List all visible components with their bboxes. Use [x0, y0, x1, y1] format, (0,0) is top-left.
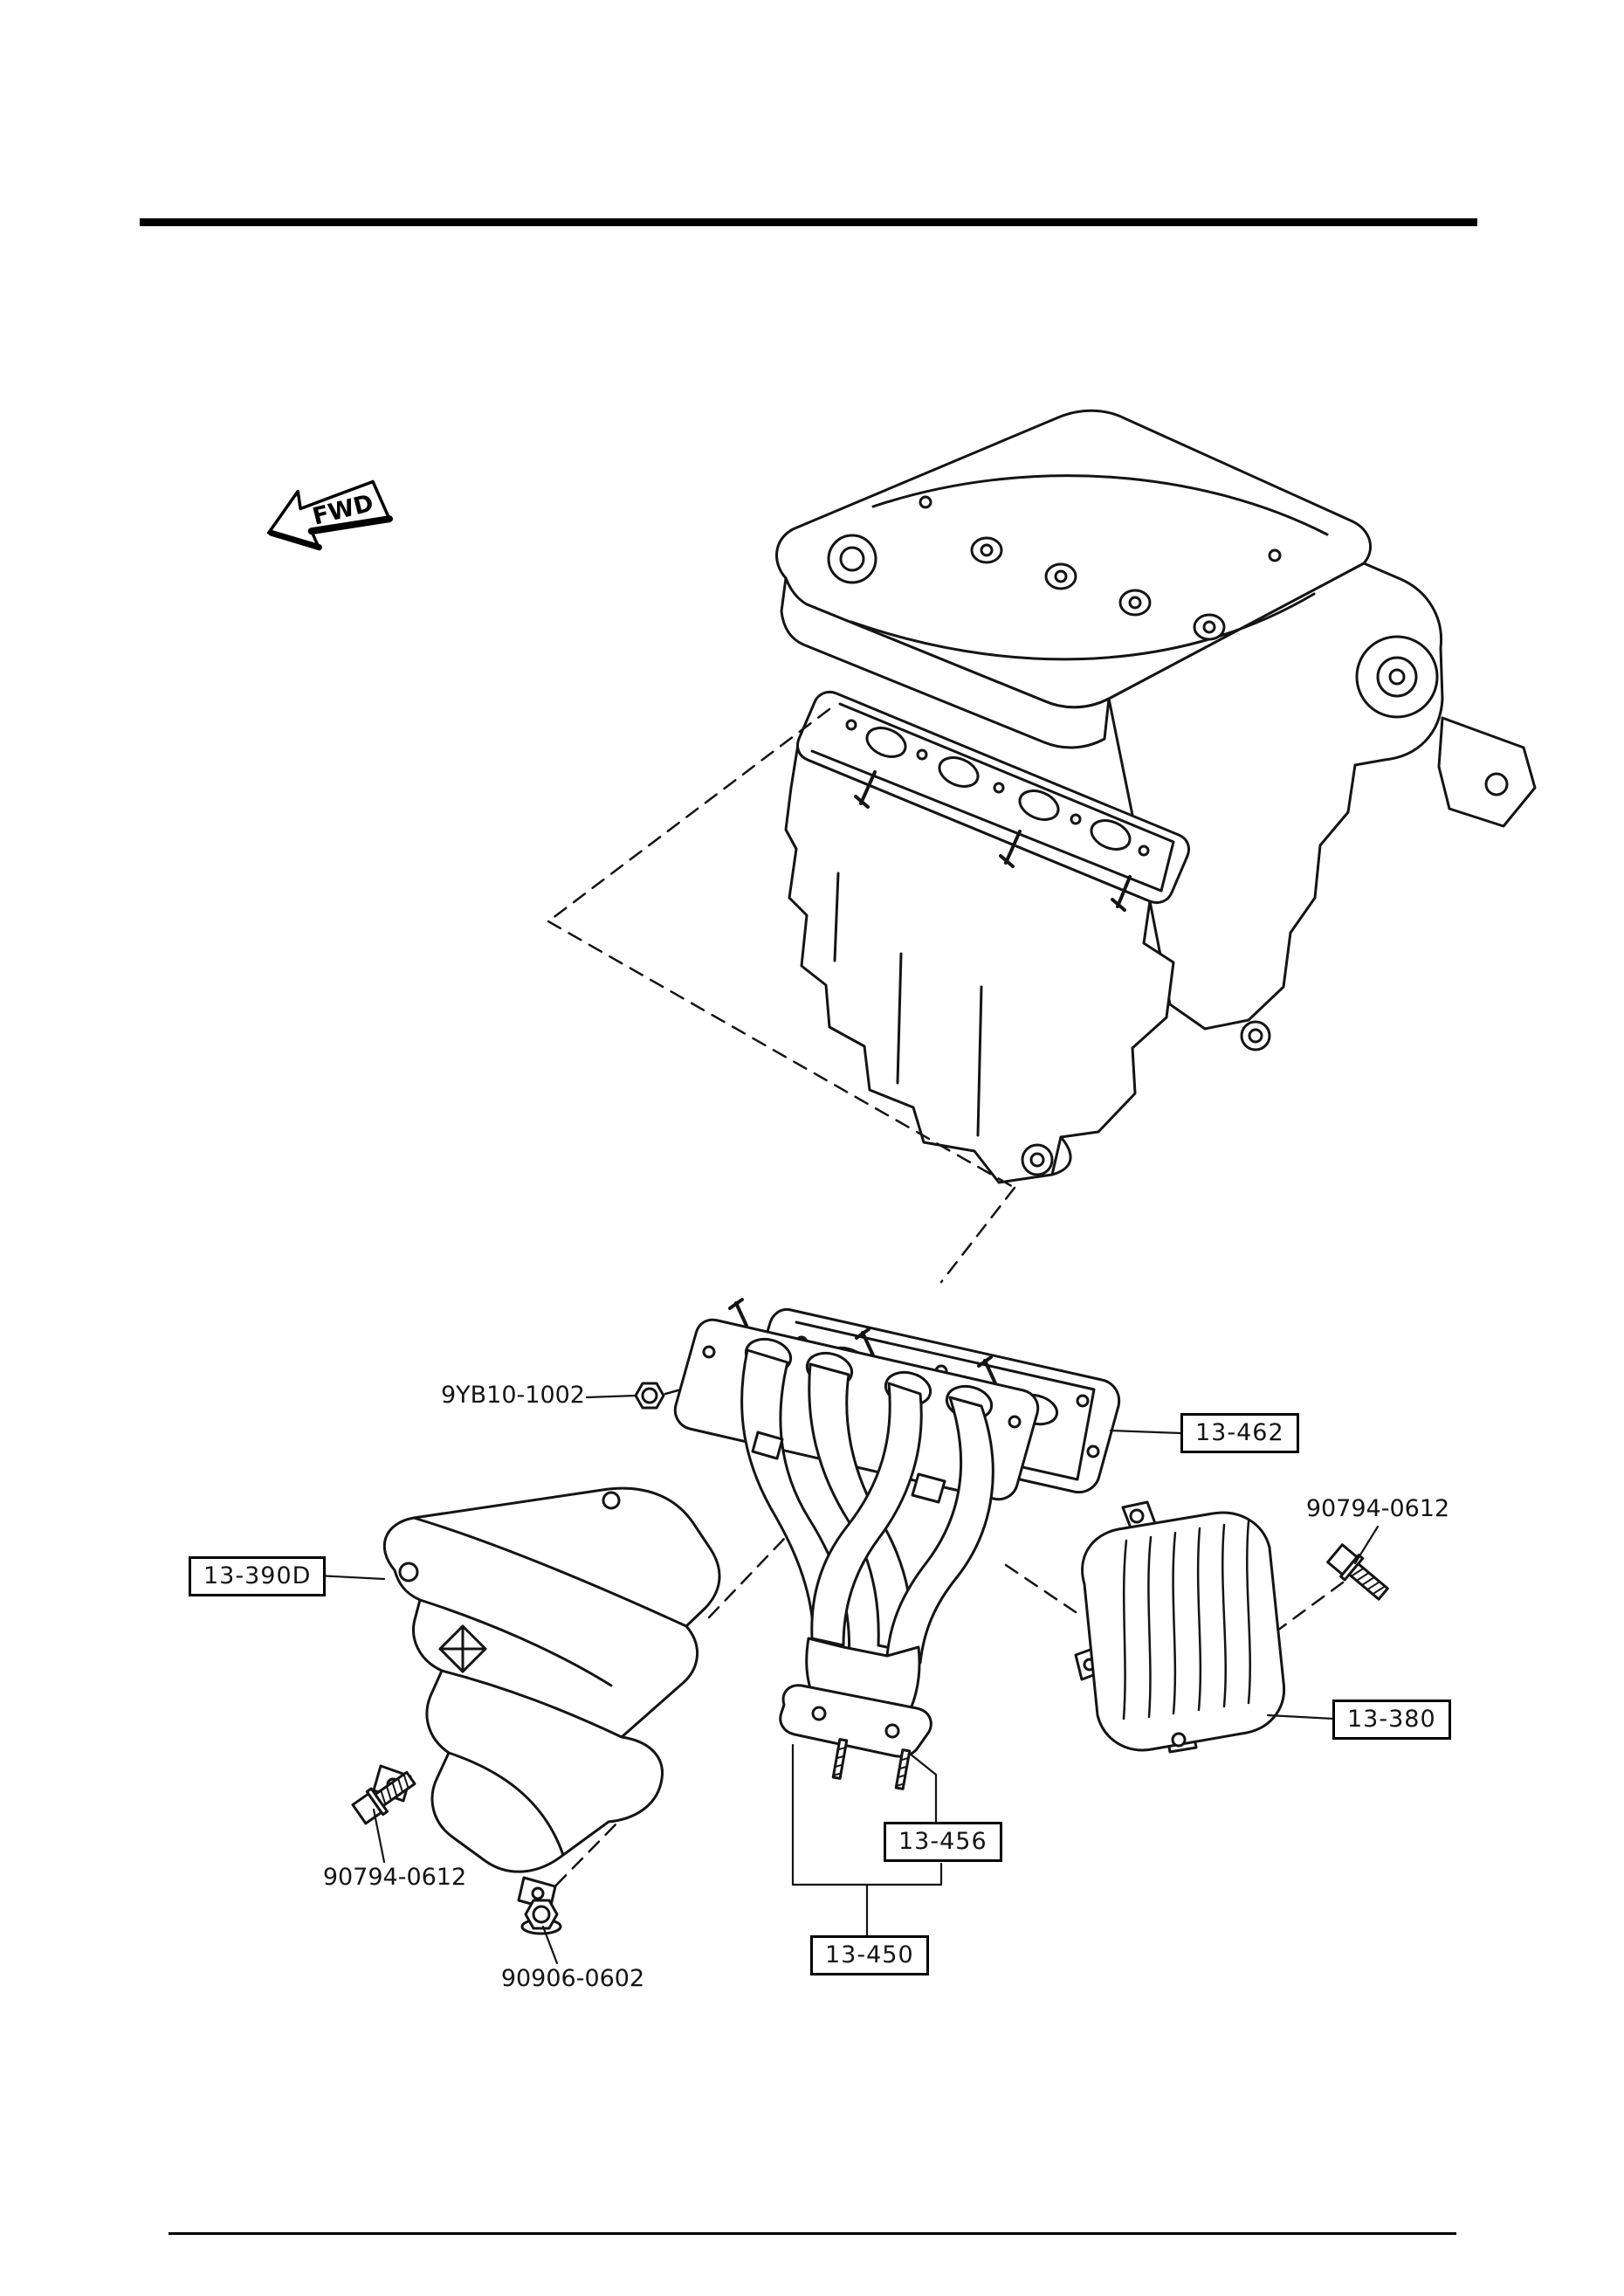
part-label-90906-0602: 90906-0602: [500, 1965, 645, 1992]
part-label-13-462: 13-462: [1180, 1413, 1299, 1453]
heat-insulator-illustration: [372, 1486, 721, 1911]
part-label-13-380: 13-380: [1332, 1700, 1451, 1740]
bolt-90794-upper-icon: [1326, 1543, 1389, 1601]
converter-cover-illustration: [1074, 1500, 1286, 1754]
fwd-arrow-icon: FWD: [266, 479, 393, 551]
exhaust-manifold-illustration: [673, 1298, 1040, 1758]
part-label-13-390d: 13-390D: [189, 1556, 327, 1596]
bottom-rule: [169, 2232, 1456, 2235]
leader-lines: [315, 1394, 1380, 1965]
part-label-90794-0612-lower: 90794-0612: [322, 1864, 467, 1891]
fwd-indicator: FWD: [266, 479, 393, 551]
part-label-13-456: 13-456: [884, 1822, 1002, 1862]
stud-icon: [831, 1738, 912, 1790]
engine-illustration: [775, 409, 1537, 1184]
nut-90906-icon: [520, 1899, 562, 1935]
part-label-9yb10-1002: 9YB10-1002: [440, 1382, 585, 1409]
nut-9yb10-icon: [634, 1382, 665, 1410]
part-label-90794-0612-upper: 90794-0612: [1305, 1495, 1450, 1522]
part-label-13-450: 13-450: [810, 1935, 929, 1975]
top-rule: [140, 218, 1477, 226]
